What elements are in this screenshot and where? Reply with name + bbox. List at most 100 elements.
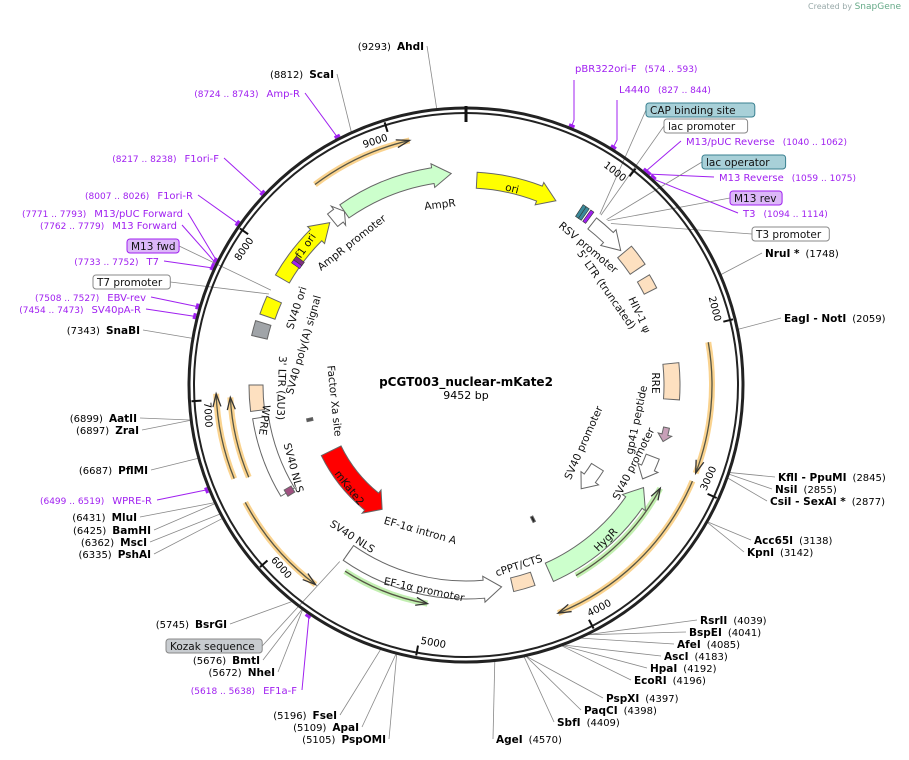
feature-ef-1-intron-a[interactable] xyxy=(529,515,537,524)
feature-box[interactable] xyxy=(126,238,180,254)
feature-3-ltr-u3-[interactable] xyxy=(248,384,266,413)
feature-ampr[interactable] xyxy=(339,162,453,219)
enzyme-site[interactable]: PspXI(4397) xyxy=(606,693,679,705)
feature-5-ltr-truncated-[interactable] xyxy=(616,245,646,275)
feature-rre[interactable] xyxy=(662,362,681,401)
box-leader xyxy=(170,281,270,295)
ruler-tick xyxy=(707,492,718,499)
primer-label[interactable]: (8007 .. 8026)F1ori-R xyxy=(85,191,193,202)
feature-f1-ori[interactable] xyxy=(274,221,331,284)
primer-leader xyxy=(197,194,240,225)
enzyme-leader xyxy=(729,473,773,490)
enzyme-leader xyxy=(361,653,397,728)
enzyme-site[interactable]: (5109)ApaI xyxy=(293,722,359,734)
enzyme-site[interactable]: (6687)PflMI xyxy=(79,465,148,477)
enzyme-site[interactable]: BspEI(4041) xyxy=(689,627,761,639)
enzyme-site[interactable]: (6425)BamHI xyxy=(73,525,151,537)
box-leader xyxy=(261,561,341,647)
enzyme-site[interactable]: (6899)AatII xyxy=(70,413,137,425)
primer-label[interactable]: (8217 .. 8238)F1ori-F xyxy=(112,154,219,165)
enzyme-site[interactable]: HpaI(4192) xyxy=(650,663,717,675)
enzyme-site[interactable]: (8812)ScaI xyxy=(270,69,334,81)
enzyme-site[interactable]: (6431)MluI xyxy=(72,512,137,524)
feature-hiv-1-[interactable] xyxy=(636,274,658,295)
enzyme-site[interactable]: EcoRI(4196) xyxy=(634,675,706,687)
feature-box[interactable] xyxy=(645,102,756,118)
enzyme-site[interactable]: AscI(4183) xyxy=(664,651,728,663)
enzyme-site[interactable]: RsrII(4039) xyxy=(700,615,767,627)
enzyme-site[interactable]: EagI - NotI(2059) xyxy=(784,313,886,325)
enzyme-site[interactable]: KflI - PpuMI(2845) xyxy=(778,472,886,484)
enzyme-position: (4085) xyxy=(707,640,740,651)
feature-ampr-promoter[interactable] xyxy=(326,204,347,228)
enzyme-site[interactable]: SbfI(4409) xyxy=(557,717,620,729)
enzyme-position: (9293) xyxy=(358,42,391,53)
enzyme-site[interactable]: PaqCI(4398) xyxy=(584,705,657,717)
feature-sv40-promoter[interactable] xyxy=(637,453,660,480)
feature-box[interactable] xyxy=(729,190,783,206)
primer-label[interactable]: L4440(827 .. 844) xyxy=(619,85,711,96)
enzyme-leader xyxy=(426,45,438,109)
enzyme-name: Acc65I xyxy=(754,535,793,547)
primer-label[interactable]: M13/pUC Reverse(1040 .. 1062) xyxy=(686,137,847,148)
enzyme-site[interactable]: (5676)BmtI xyxy=(193,655,260,667)
enzyme-site[interactable]: (5745)BsrGI xyxy=(156,619,227,631)
primer-label[interactable]: (6499 .. 6519)WPRE-R xyxy=(40,496,152,507)
feature-factor-xa-site[interactable] xyxy=(305,417,314,423)
primer-label[interactable]: (5618 .. 5638)EF1a-F xyxy=(191,686,297,697)
primer-label[interactable]: (7454 .. 7473)SV40pA-R xyxy=(19,305,141,316)
primer-label[interactable]: pBR322ori-F(574 .. 593) xyxy=(575,64,697,75)
feature-rsv-promoter[interactable] xyxy=(587,217,622,252)
feature-ori[interactable] xyxy=(475,171,557,206)
feature-box-label: M13 rev xyxy=(734,193,777,205)
feature-mkate2[interactable] xyxy=(320,445,383,514)
enzyme-site[interactable]: (7343)SnaBI xyxy=(67,325,140,337)
enzyme-name: SbfI xyxy=(557,717,581,729)
enzyme-site[interactable]: NruI *(1748) xyxy=(765,248,839,260)
primer-leader xyxy=(145,308,197,318)
feature-box-label: lac promoter xyxy=(668,121,736,133)
feature-ef-1-promoter[interactable] xyxy=(342,544,503,604)
enzyme-name: AfeI xyxy=(677,639,701,651)
primer-label[interactable]: (7762 .. 7779)M13 Forward xyxy=(40,221,177,232)
enzyme-site[interactable]: (5196)FseI xyxy=(273,710,337,722)
enzyme-site[interactable]: CsiI - SexAI *(2877) xyxy=(770,496,885,508)
feature-hygr[interactable] xyxy=(544,486,646,583)
feature-sv40-nls[interactable] xyxy=(283,485,296,497)
primer-site-mark xyxy=(192,312,197,320)
enzyme-site[interactable]: (5672)NheI xyxy=(208,667,275,679)
enzyme-position: (6899) xyxy=(70,414,103,425)
feature-label: ori xyxy=(504,182,520,197)
enzyme-position: (2855) xyxy=(804,485,837,496)
enzyme-site[interactable]: (6897)ZraI xyxy=(76,425,139,437)
feature-box[interactable] xyxy=(92,274,171,290)
enzyme-site[interactable]: KpnI(3142) xyxy=(747,547,813,559)
feature-box[interactable] xyxy=(165,638,263,654)
feature-sv40-poly-a-signal[interactable] xyxy=(251,320,272,340)
enzyme-site[interactable]: AgeI(4570) xyxy=(496,734,562,746)
feature-box[interactable] xyxy=(701,154,787,170)
feature-box[interactable] xyxy=(751,226,830,242)
primer-label[interactable]: (7508 .. 7527)EBV-rev xyxy=(35,293,146,304)
primer-label[interactable]: T3(1094 .. 1114) xyxy=(742,209,828,220)
primer-label[interactable]: (7771 .. 7793)M13/pUC Forward xyxy=(22,209,183,220)
primer-label[interactable]: (8724 .. 8743)Amp-R xyxy=(194,89,300,100)
primer-label[interactable]: (7733 .. 7752)T7 xyxy=(74,257,159,268)
feature-gp41-peptide[interactable] xyxy=(657,426,673,443)
feature-box[interactable] xyxy=(663,118,749,134)
enzyme-site[interactable]: (6362)MscI xyxy=(81,537,147,549)
enzyme-leader xyxy=(229,601,292,625)
enzyme-site[interactable]: Acc65I(3138) xyxy=(754,535,832,547)
feature-cppt-cts[interactable] xyxy=(509,571,536,593)
feature-wpre[interactable] xyxy=(252,415,296,497)
feature-sv40-promoter[interactable] xyxy=(580,462,605,490)
enzyme-site[interactable]: (6335)PshAI xyxy=(78,549,151,561)
enzyme-site[interactable]: NsiI(2855) xyxy=(775,484,837,496)
enzyme-site[interactable]: AfeI (4085) xyxy=(677,639,740,651)
enzyme-site[interactable]: (5105)PspOMI xyxy=(302,734,386,746)
enzyme-site[interactable]: (9293)AhdI xyxy=(358,41,424,53)
feature-box-label: T3 promoter xyxy=(755,229,822,241)
primer-leader xyxy=(301,614,310,691)
primer-label[interactable]: M13 Reverse(1059 .. 1075) xyxy=(719,173,856,184)
feature-sv40-ori[interactable] xyxy=(259,295,283,320)
